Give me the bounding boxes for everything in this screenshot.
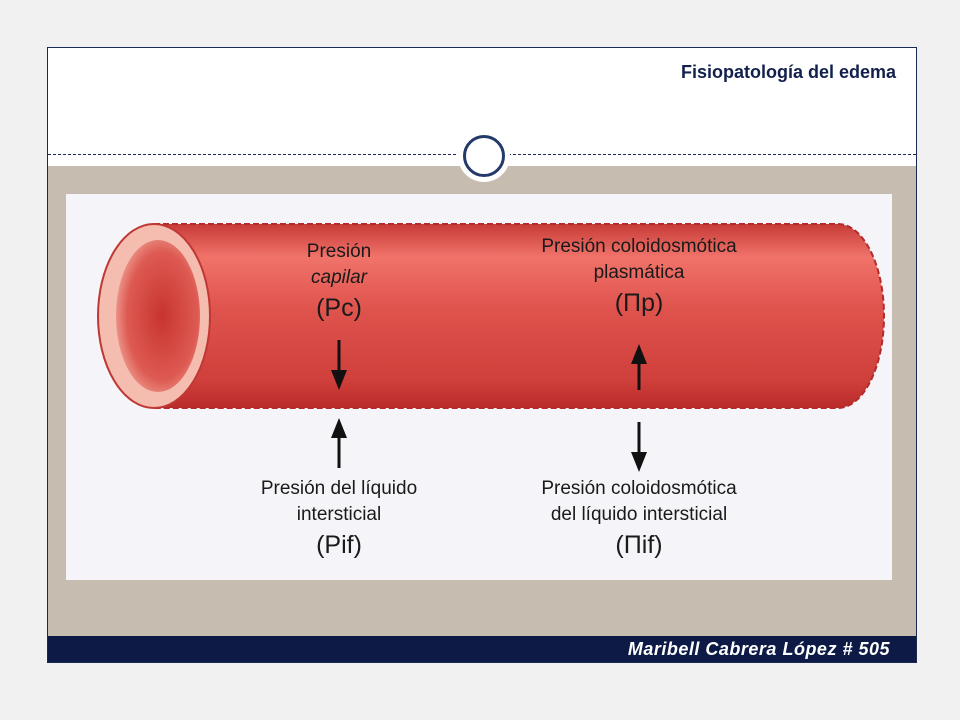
- footer-bar: Maribell Cabrera López # 505: [48, 636, 916, 662]
- slide-title: Fisiopatología del edema: [680, 62, 896, 82]
- capillary-vessel: [97, 223, 885, 472]
- arrow-pc-down-icon: [331, 340, 347, 390]
- arrow-pif-up-icon: [331, 418, 347, 468]
- divider-circle-icon: [458, 130, 510, 182]
- label-interstitial-pressure: Presión del líquido intersticial (Pif): [260, 478, 418, 559]
- label-capillary-pressure: Presión capilar (Pc): [306, 241, 372, 322]
- label-plasma-oncotic-pressure: Presión coloidosmótica plasmática (Πp): [541, 236, 737, 317]
- capillary-diagram: Presión capilar (Pc) Presión coloidosmót…: [66, 194, 892, 580]
- vessel-body: [153, 223, 885, 409]
- slide: Fisiopatología del edema: [47, 47, 917, 663]
- arrow-piif-down-icon: [631, 422, 647, 472]
- arrow-pip-up-icon: [631, 344, 647, 390]
- vessel-lumen: [116, 240, 200, 392]
- author-name: Maribell Cabrera López # 505: [627, 639, 890, 659]
- label-interstitial-oncotic-pressure: Presión coloidosmótica del líquido inter…: [541, 478, 737, 559]
